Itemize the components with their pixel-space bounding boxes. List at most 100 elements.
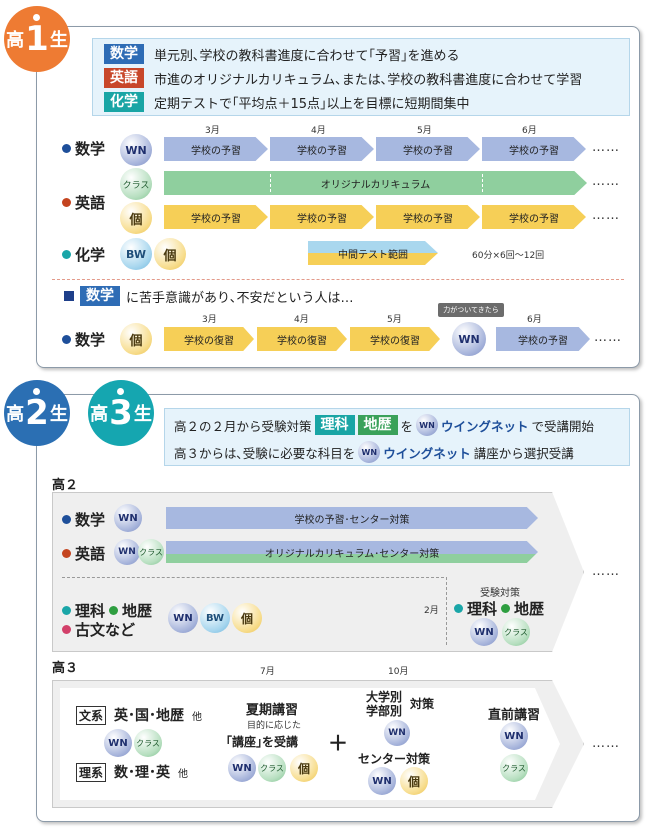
bw-circle: BW xyxy=(200,603,230,633)
badge-dot-icon xyxy=(33,388,40,395)
section-divider xyxy=(52,279,624,280)
subject-tag-rika: 理科 xyxy=(314,415,355,435)
bullet-icon xyxy=(62,335,71,344)
step-arrow: 学校の予習 xyxy=(270,205,374,229)
feb-label: 2月 xyxy=(424,606,439,616)
continue-dots: …… xyxy=(594,330,622,345)
wn-circle: WN xyxy=(416,414,439,436)
step-arrow: 学校の予習 xyxy=(164,205,268,229)
wn-circle: WN xyxy=(104,729,132,757)
month-label: 7月 xyxy=(260,667,275,677)
step-arrow: 学校の予習 xyxy=(270,137,374,161)
bar-divider xyxy=(270,174,271,192)
month-label: 4月 xyxy=(311,126,326,136)
bullet-icon xyxy=(62,606,71,615)
curriculum-bar: オリジナルカリキュラム xyxy=(164,171,587,195)
subject-tag-english: 英語 xyxy=(104,68,144,88)
month-label: 6月 xyxy=(522,126,537,136)
bullet-icon xyxy=(109,606,119,615)
step-arrow: 学校の復習 xyxy=(350,327,440,351)
wn-circle: WN xyxy=(168,603,198,633)
wn-circle: WN xyxy=(500,722,528,750)
step-arrow: 学校の予習 xyxy=(376,137,480,161)
bullet-icon xyxy=(62,250,71,259)
bar-divider xyxy=(482,174,483,192)
wn-circle: WN xyxy=(114,504,142,532)
bullet-icon xyxy=(62,625,71,634)
final-title: 直前講習 xyxy=(488,708,541,723)
session-note: 60分×6回〜12回 xyxy=(472,251,545,261)
kobetsu-circle: 個 xyxy=(154,238,186,270)
curriculum-bar: オリジナルカリキュラム･センター対策 xyxy=(166,541,538,563)
month-label: 6月 xyxy=(527,315,542,325)
row-label-english: 英語 xyxy=(62,543,105,564)
univ-line1: 大学別 xyxy=(366,690,403,704)
row-label-kobun: 古文など xyxy=(62,619,135,640)
univ-suffix: 対策 xyxy=(410,697,435,711)
bullet-icon xyxy=(454,604,463,613)
intro-line-1: 高２の２月から受験対策 理科 地歴 を WN ウイングネット で受講開始 xyxy=(174,414,594,436)
kobetsu-circle: 個 xyxy=(120,323,152,355)
month-label: 4月 xyxy=(294,315,309,325)
kobetsu-circle: 個 xyxy=(232,603,262,633)
rikei-tag: 理系 xyxy=(76,762,107,782)
continue-dots: …… xyxy=(592,736,620,751)
wn-circle: WN xyxy=(452,322,486,356)
row-label-math: 数学 xyxy=(62,329,105,350)
badge-dot-icon xyxy=(33,14,40,21)
plus-sign: ＋ xyxy=(328,731,348,755)
info-line-english: 英語 市進のオリジナルカリキュラム､または､学校の教科書進度に合わせて学習 xyxy=(104,68,582,88)
square-icon xyxy=(64,291,74,301)
continue-dots: …… xyxy=(592,208,620,223)
continue-dots: …… xyxy=(592,564,620,579)
wn-circle: WN xyxy=(368,767,396,795)
rikei-row: 理系 数･理･英 他 xyxy=(76,762,188,782)
step-arrow: 学校の予習 xyxy=(482,137,586,161)
bullet-icon xyxy=(62,144,71,153)
bullet-icon xyxy=(501,604,511,613)
continue-dots: …… xyxy=(592,174,620,189)
row-label-english: 英語 xyxy=(62,192,105,213)
badge-suffix: 生 xyxy=(49,30,68,51)
step-arrow: 学校の予習 xyxy=(376,205,480,229)
info-line-chem: 化学 定期テストで｢平均点＋15点｣以上を目標に短期間集中 xyxy=(104,92,470,112)
info-text: 単元別､学校の教科書進度に合わせて｢予習｣を進める xyxy=(154,48,460,64)
weak-header: 数学 に苦手意識があり､不安だという人は… xyxy=(64,286,354,306)
kobetsu-circle: 個 xyxy=(400,767,428,795)
bw-circle: BW xyxy=(120,238,152,270)
center-taisaku: センター対策 xyxy=(358,752,431,766)
badge-num: 1 xyxy=(25,19,49,59)
class-circle: クラス xyxy=(502,618,530,646)
subject-tag-chem: 化学 xyxy=(104,92,144,112)
info-text: 市進のオリジナルカリキュラム､または､学校の教科書進度に合わせて学習 xyxy=(154,72,583,88)
month-label: 10月 xyxy=(388,667,409,677)
bunkei-row: 文系 英･国･地歴 他 xyxy=(76,705,202,725)
subject-tag-math: 数学 xyxy=(104,44,144,64)
univ-line2: 学部別 xyxy=(366,704,403,718)
summer-sub: 目的に応じた xyxy=(247,721,302,731)
midterm-arrow: 中間テスト範囲 xyxy=(308,241,438,265)
k3-title: 高３ xyxy=(52,661,79,676)
month-label: 3月 xyxy=(202,315,217,325)
step-arrow: 学校の予習 xyxy=(482,205,586,229)
summer-title: 夏期講習 xyxy=(246,703,299,718)
wn-circle: WN xyxy=(470,618,498,646)
info-text: 定期テストで｢平均点＋15点｣以上を目標に短期間集中 xyxy=(154,96,470,112)
wn-circle: WN xyxy=(384,720,410,746)
curriculum-bar: 学校の予習･センター対策 xyxy=(166,507,538,529)
row-label-math: 数学 xyxy=(62,509,105,530)
info-line-math: 数学 単元別､学校の教科書進度に合わせて｢予習｣を進める xyxy=(104,44,460,64)
month-label: 5月 xyxy=(417,126,432,136)
subject-tag-math: 数学 xyxy=(80,286,120,306)
wn-circle: WN xyxy=(358,441,381,463)
row-label-exam: 理科 地歴 xyxy=(454,598,544,619)
class-circle: クラス xyxy=(120,168,152,200)
bullet-icon xyxy=(62,549,71,558)
wingnet-brand: ウイングネット xyxy=(441,418,529,434)
step-arrow: 学校の予習 xyxy=(496,327,590,351)
kobetsu-circle: 個 xyxy=(290,754,318,782)
weak-text: に苦手意識があり､不安だという人は… xyxy=(126,290,354,306)
